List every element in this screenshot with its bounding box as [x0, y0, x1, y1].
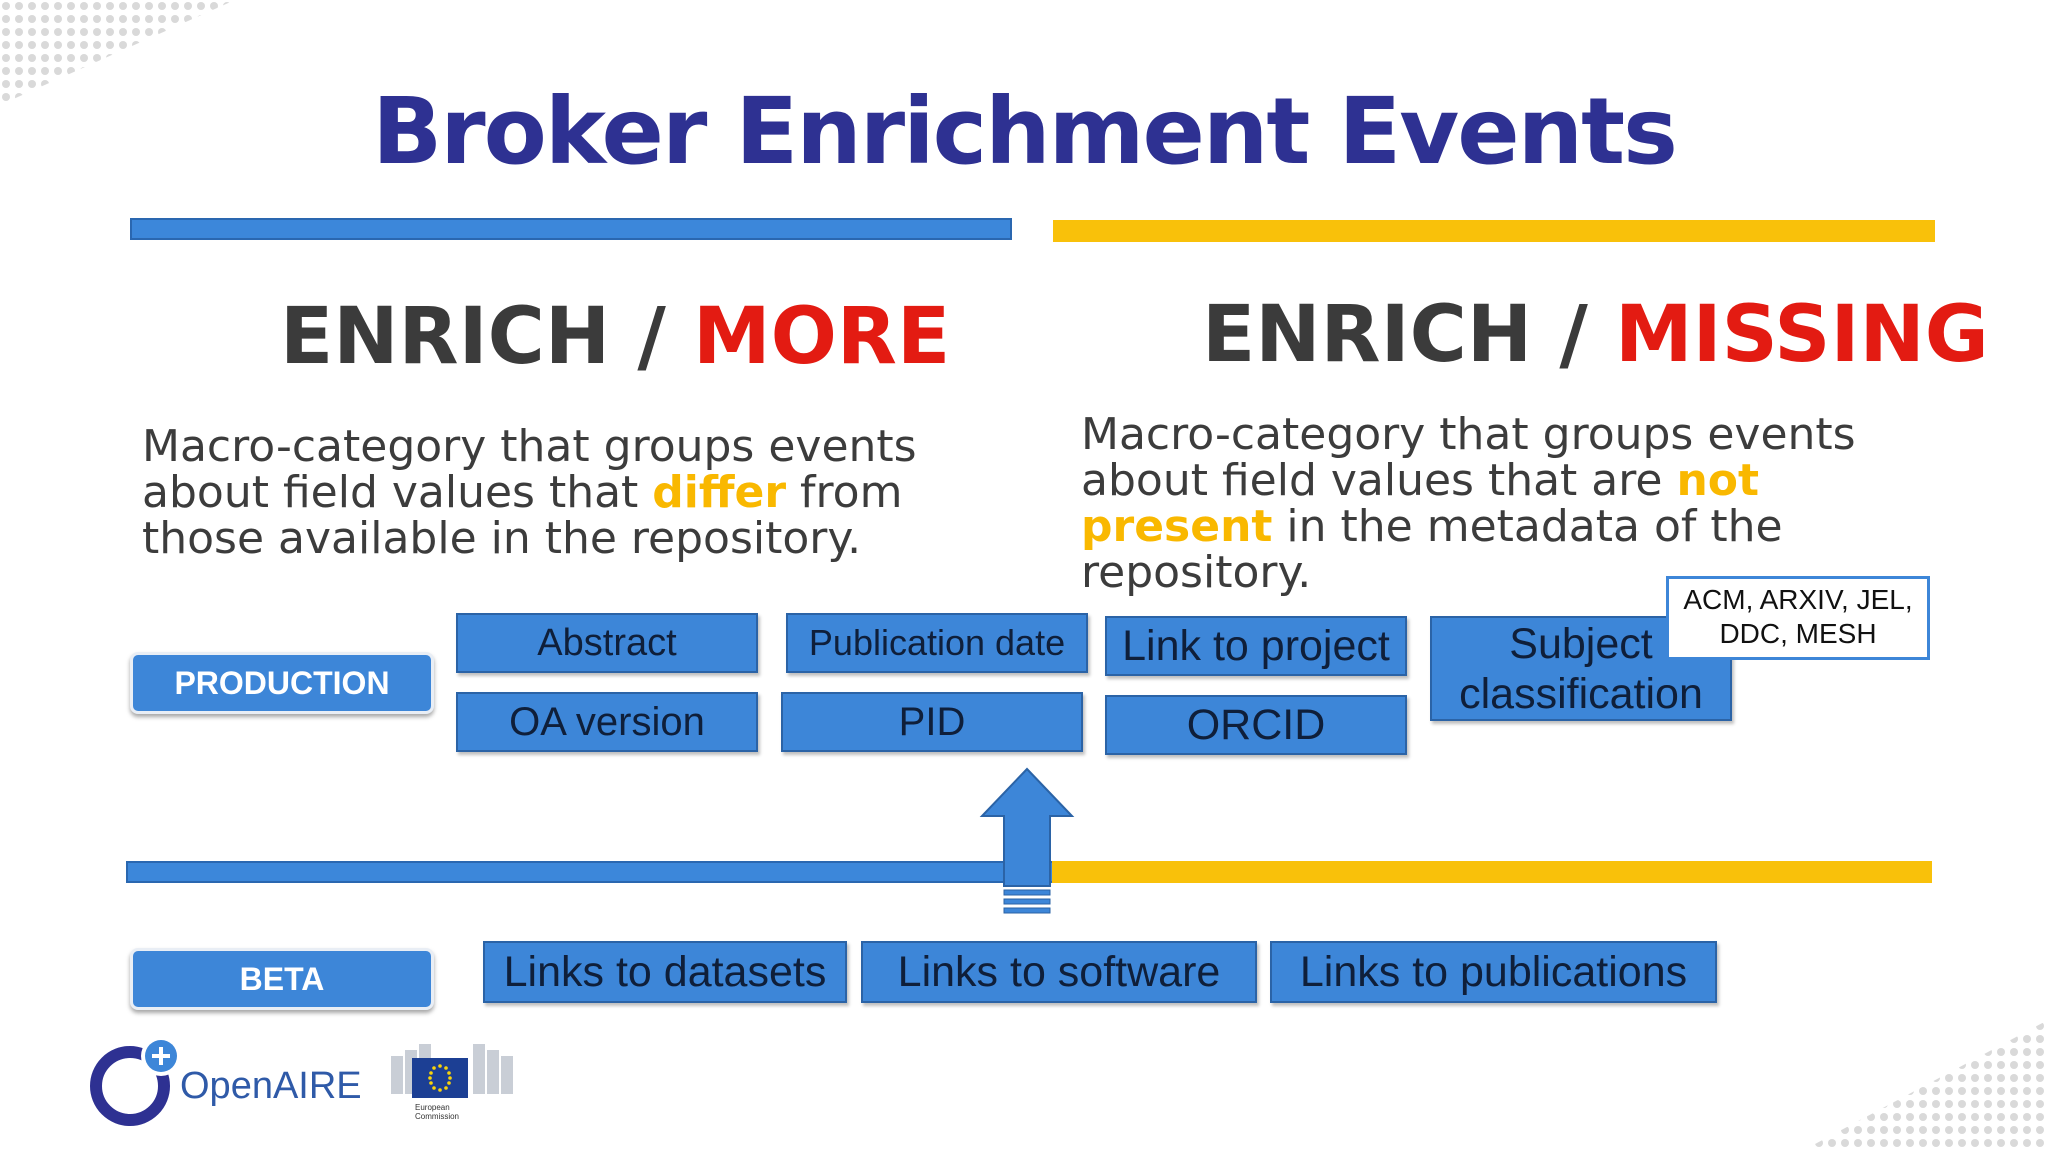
- item-oa-version: OA version: [456, 692, 758, 752]
- timeline-bar-left: [126, 861, 1056, 883]
- item-links-to-software: Links to software: [861, 941, 1257, 1003]
- divider-bar-right: [1053, 220, 1935, 242]
- desc-text: Macro-category that groups events about …: [142, 421, 917, 518]
- heading-prefix: ENRICH /: [280, 292, 693, 382]
- item-link-to-project: Link to project: [1105, 616, 1407, 676]
- heading-enrich-missing: ENRICH / MISSING: [1202, 290, 1989, 380]
- subject-line-1: Subject: [1509, 619, 1653, 668]
- desc-text: from those available in the repository.: [142, 467, 903, 564]
- desc-highlight: differ: [652, 467, 787, 518]
- description-more: Macro-category that groups events about …: [142, 424, 1022, 562]
- timeline-bar-right: [1052, 861, 1932, 883]
- openaire-logo-icon: [90, 1036, 181, 1126]
- ec-line-2: Commission: [415, 1112, 460, 1121]
- item-links-to-datasets: Links to datasets: [483, 941, 847, 1003]
- desc-highlight: not present: [1081, 455, 1760, 552]
- item-abstract: Abstract: [456, 613, 758, 673]
- corner-dots-top-left: [0, 0, 235, 105]
- item-pid: PID: [781, 692, 1083, 752]
- item-links-to-publications: Links to publications: [1270, 941, 1717, 1003]
- classification-schemes-callout: ACM, ARXIV, JEL, DDC, MESH: [1666, 576, 1930, 660]
- heading-accent: MISSING: [1614, 290, 1989, 380]
- description-missing: Macro-category that groups events about …: [1081, 412, 1931, 596]
- callout-line-2: DDC, MESH: [1719, 618, 1877, 649]
- openaire-logo-text: OpenAIRE: [180, 1065, 362, 1107]
- callout-line-1: ACM, ARXIV, JEL,: [1683, 584, 1913, 615]
- item-publication-date: Publication date: [786, 613, 1088, 673]
- up-arrow-icon: [979, 767, 1075, 914]
- desc-text: in the metadata of the repository.: [1081, 501, 1783, 598]
- item-orcid: ORCID: [1105, 695, 1407, 755]
- european-commission-text: European Commission: [415, 1103, 459, 1121]
- production-label: PRODUCTION: [130, 652, 434, 714]
- corner-dots-bottom-right: [1800, 1020, 2048, 1152]
- subject-line-2: classification: [1459, 669, 1703, 718]
- slide-title: Broker Enrichment Events: [372, 78, 1678, 185]
- heading-enrich-more: ENRICH / MORE: [280, 292, 950, 382]
- desc-text: Macro-category that groups events about …: [1081, 409, 1856, 506]
- heading-accent: MORE: [692, 292, 951, 382]
- divider-bar-left: [130, 218, 1012, 240]
- beta-label: BETA: [130, 948, 434, 1010]
- heading-prefix: ENRICH /: [1202, 290, 1615, 380]
- ec-line-1: European: [415, 1103, 450, 1112]
- european-commission-logo-icon: [391, 1044, 513, 1098]
